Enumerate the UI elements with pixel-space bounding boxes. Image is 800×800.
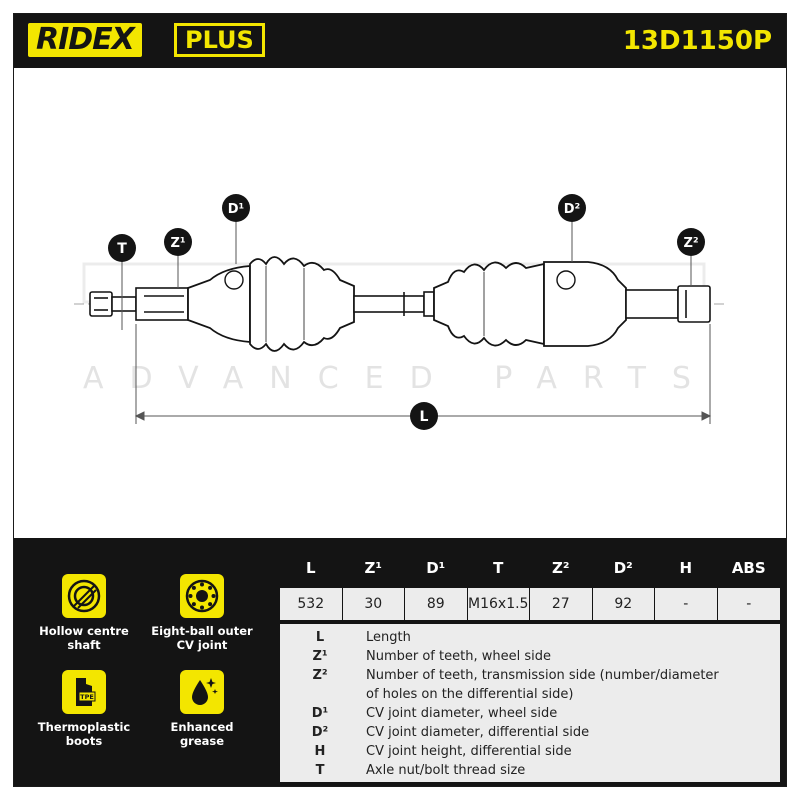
feature-label-line2: CV joint bbox=[176, 638, 228, 652]
outer-boot bbox=[249, 256, 355, 352]
legend-row: Z¹ Number of teeth, wheel side bbox=[280, 647, 780, 666]
marker-d2: D² bbox=[558, 194, 586, 222]
legend-row: D² CV joint diameter, differential side bbox=[280, 723, 780, 742]
legend-text: CV joint diameter, differential side bbox=[366, 725, 590, 740]
grease-drop-icon bbox=[192, 678, 218, 705]
feature-label-line1: Hollow centre bbox=[39, 624, 129, 638]
axle-nut bbox=[89, 291, 137, 317]
transmission-stub bbox=[625, 285, 711, 323]
spec-header-cell: ABS bbox=[717, 552, 780, 584]
legend-key: L bbox=[315, 630, 325, 645]
legend-row: L Length bbox=[280, 628, 780, 647]
spec-header-cell: Z¹ bbox=[342, 552, 405, 584]
inner-cv-joint bbox=[543, 261, 627, 347]
feature-label-line1: Eight-ball outer bbox=[151, 624, 253, 638]
feature-label-line1: Thermoplastic bbox=[37, 720, 131, 734]
spec-value-cell: 27 bbox=[530, 588, 593, 620]
spec-value-cell: 92 bbox=[592, 588, 655, 620]
legend-key: H bbox=[314, 744, 326, 759]
spec-header-cell: H bbox=[655, 552, 718, 584]
brand-name: RIDEX bbox=[28, 23, 142, 57]
legend-row: T Axle nut/bolt thread size bbox=[280, 761, 780, 780]
marker-d1: D¹ bbox=[222, 194, 250, 222]
legend-text: Number of teeth, transmission side (numb… bbox=[366, 668, 719, 683]
wheel-spline bbox=[135, 287, 189, 321]
header-bar: RIDEX PLUS 13D1150P bbox=[14, 14, 786, 68]
legend-text: Axle nut/bolt thread size bbox=[366, 763, 526, 778]
marker-z1: Z¹ bbox=[164, 228, 192, 256]
legend-text: of holes on the differential side) bbox=[366, 687, 574, 702]
intermediate-shaft bbox=[353, 291, 435, 317]
spec-table-values: 532 30 89 M16x1.5 27 92 - - bbox=[280, 588, 780, 620]
legend-key: D² bbox=[311, 725, 329, 740]
spec-header-cell: T bbox=[467, 552, 530, 584]
legend-row: of holes on the differential side) bbox=[280, 685, 780, 704]
eight-ball-joint-icon bbox=[185, 579, 219, 613]
legend-row: D¹ CV joint diameter, wheel side bbox=[280, 704, 780, 723]
legend-key: D¹ bbox=[311, 706, 329, 721]
marker-l: L bbox=[410, 402, 438, 430]
feature-label-line1: Enhanced bbox=[170, 720, 234, 734]
legend-text: CV joint height, differential side bbox=[366, 744, 572, 759]
marker-z2: Z² bbox=[677, 228, 705, 256]
spec-header-cell: Z² bbox=[530, 552, 593, 584]
spec-value-cell: M16x1.5 bbox=[467, 588, 530, 620]
product-sheet: RIDEX PLUS 13D1150P ADVANCED PARTS bbox=[13, 13, 787, 787]
legend-key: Z² bbox=[312, 668, 328, 683]
inner-boot bbox=[433, 261, 545, 347]
spec-value-cell: 532 bbox=[280, 588, 343, 620]
marker-d1-label: D¹ bbox=[228, 202, 245, 217]
marker-t-label: T bbox=[117, 241, 127, 257]
drive-shaft-drawing: ADVANCED PARTS bbox=[74, 194, 724, 430]
legend-text: Number of teeth, wheel side bbox=[366, 649, 551, 664]
marker-z2-label: Z² bbox=[683, 236, 698, 251]
brand-logo: RIDEX bbox=[28, 23, 142, 57]
spec-value-cell: 89 bbox=[405, 588, 468, 620]
feature-label-line2: shaft bbox=[67, 638, 101, 652]
feature-label-line2: boots bbox=[65, 734, 103, 748]
legend-text: CV joint diameter, wheel side bbox=[366, 706, 558, 721]
spec-value-cell: - bbox=[655, 588, 718, 620]
part-number: 13D1150P bbox=[622, 26, 772, 56]
outer-cv-ball bbox=[224, 270, 244, 290]
marker-d2-label: D² bbox=[564, 202, 581, 217]
spec-value-cell: 30 bbox=[342, 588, 405, 620]
brand-plus-label: PLUS bbox=[174, 23, 265, 57]
spec-legend: L Length Z¹ Number of teeth, wheel side … bbox=[280, 624, 780, 782]
spec-header-cell: L bbox=[280, 552, 343, 584]
spec-value-cell: - bbox=[717, 588, 780, 620]
legend-key: Z¹ bbox=[312, 649, 328, 664]
spec-table-header: L Z¹ D¹ T Z² D² H ABS bbox=[280, 552, 780, 584]
spec-header-cell: D² bbox=[592, 552, 655, 584]
legend-row: H CV joint height, differential side bbox=[280, 742, 780, 761]
legend-text: Length bbox=[366, 630, 411, 645]
hollow-shaft-icon bbox=[67, 579, 101, 613]
legend-row: Z² Number of teeth, transmission side (n… bbox=[280, 666, 780, 685]
inner-cv-ball bbox=[556, 270, 576, 290]
legend-key: T bbox=[315, 763, 325, 778]
tpe-boot-icon: TPE bbox=[76, 678, 96, 706]
marker-z1-label: Z¹ bbox=[170, 236, 185, 251]
feature-label-line2: grease bbox=[179, 734, 225, 748]
marker-t: T bbox=[108, 234, 136, 262]
watermark-text: ADVANCED PARTS bbox=[83, 361, 717, 396]
marker-l-label: L bbox=[420, 409, 429, 425]
tpe-text: TPE bbox=[80, 693, 94, 701]
spec-header-cell: D¹ bbox=[405, 552, 468, 584]
